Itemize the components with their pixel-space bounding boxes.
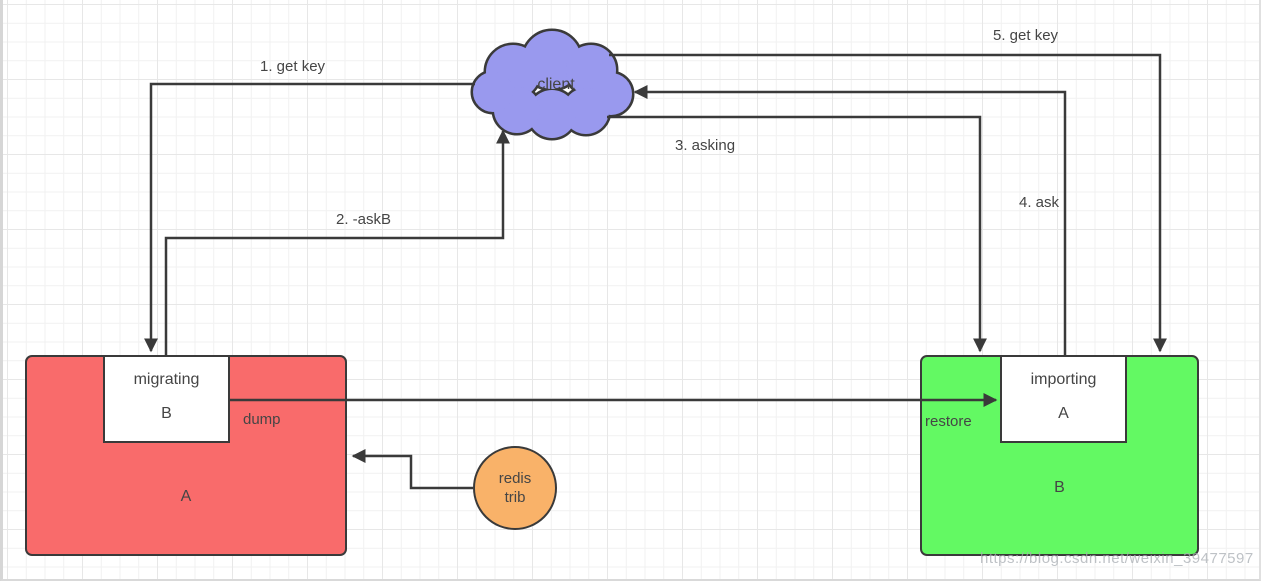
migrating-state-label: migrating <box>133 371 200 388</box>
redis-trib-label-line1: redis <box>498 469 532 487</box>
redis-trib-circle: redis trib <box>473 446 557 530</box>
importing-slot-label: A <box>1058 405 1069 422</box>
arrow-redis-trib <box>351 449 473 490</box>
step4-label: 4. ask <box>1019 194 1060 211</box>
client-label: client <box>537 76 575 93</box>
step1-label: 1. get key <box>260 58 326 75</box>
migrating-slot-label: B <box>161 405 172 422</box>
arrow-3-asking <box>607 115 987 353</box>
importing-state-label: importing <box>1030 371 1097 388</box>
dump-label: dump <box>243 411 281 428</box>
node-b-label: B <box>1054 479 1065 496</box>
node-a-label: A <box>180 488 192 505</box>
restore-label: restore <box>925 413 972 430</box>
step5-label: 5. get key <box>993 27 1059 44</box>
step3-label: 3. asking <box>675 137 736 154</box>
arrow-1-get-key <box>144 82 475 353</box>
step2-label: 2. -askB <box>336 211 392 228</box>
arrow-4-ask <box>633 85 1067 355</box>
watermark: https://blog.csdn.net/weixin_39477597 <box>980 550 1254 567</box>
arrow-2-askb <box>164 129 510 355</box>
arrow-5-get-key <box>609 53 1167 353</box>
redis-trib-label-line2: trib <box>504 489 526 506</box>
importing-slot-box: importing A <box>1000 355 1127 443</box>
migrating-slot-box: migrating B <box>103 355 230 443</box>
